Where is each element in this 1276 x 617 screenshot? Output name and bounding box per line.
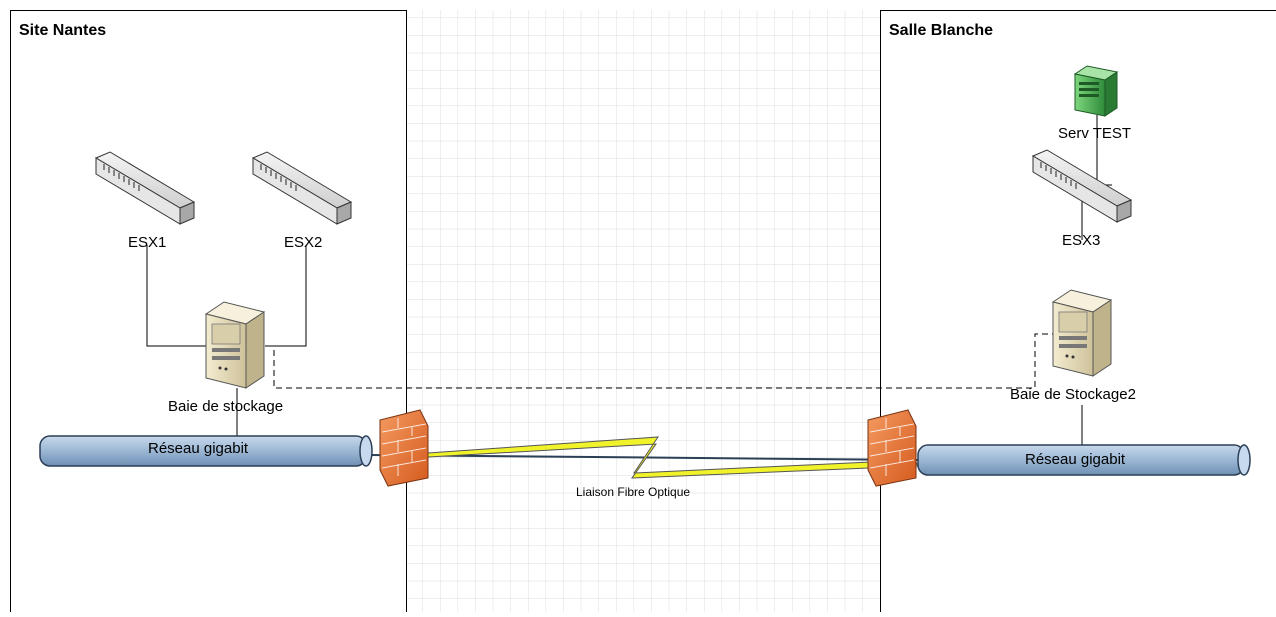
storage-server-left-icon	[206, 302, 264, 388]
firewall-right-icon	[868, 410, 916, 486]
label-storage-left: Baie de stockage	[168, 398, 283, 415]
switch-esx2-icon	[253, 152, 351, 224]
switch-esx1-icon	[96, 152, 194, 224]
label-storage-right: Baie de Stockage2	[1010, 386, 1136, 403]
label-fibre-link: Liaison Fibre Optique	[576, 485, 690, 499]
grid-background	[406, 10, 880, 612]
label-network-left: Réseau gigabit	[148, 440, 248, 457]
label-esx1: ESX1	[128, 234, 166, 251]
firewall-left-icon	[380, 410, 428, 486]
label-serv-test: Serv TEST	[1058, 125, 1131, 142]
zone-site-nantes	[11, 11, 407, 613]
zone-title-salle-blanche: Salle Blanche	[889, 22, 993, 40]
zone-title-site-nantes: Site Nantes	[19, 22, 106, 40]
label-esx2: ESX2	[284, 234, 322, 251]
label-network-right: Réseau gigabit	[1025, 451, 1125, 468]
storage-server-right-icon	[1053, 290, 1111, 376]
test-server-icon	[1075, 66, 1117, 116]
label-esx3: ESX3	[1062, 232, 1100, 249]
